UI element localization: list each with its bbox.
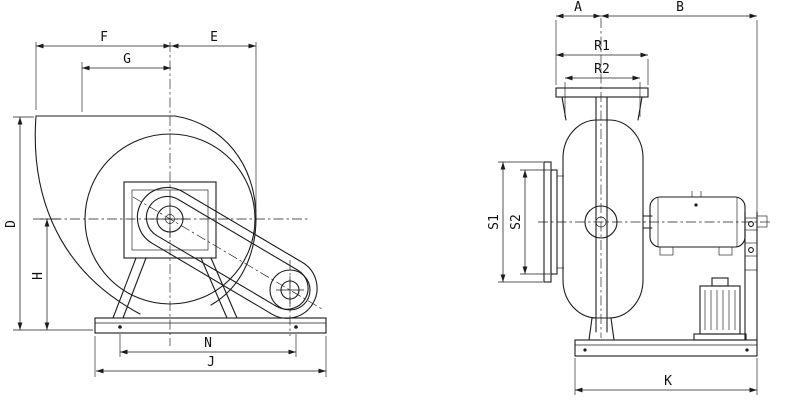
dimensions-front: A B R1 R2 S1 S2 K <box>487 0 758 395</box>
dim-label-k: K <box>664 374 672 389</box>
motor-foot <box>693 333 747 341</box>
dim-label-r2: R2 <box>594 62 610 77</box>
base-frame-front <box>574 339 758 357</box>
front-view: A B R1 R2 S1 S2 K <box>487 0 772 395</box>
base-bolt-mark <box>294 325 298 329</box>
dim-label-d: D <box>4 220 19 228</box>
dim-label-n: N <box>204 336 212 351</box>
volute-housing <box>34 115 257 315</box>
dim-label-b: B <box>676 0 684 15</box>
motor <box>693 277 747 341</box>
bearing-cylinder <box>649 191 746 256</box>
dim-label-s2: S2 <box>509 214 524 230</box>
bracket-bolt <box>748 247 754 253</box>
dim-label-g: G <box>123 52 131 67</box>
base-bolt-mark <box>745 348 749 352</box>
motor-terminal-box <box>711 277 729 287</box>
dim-label-f: F <box>100 30 108 45</box>
support-legs <box>112 257 238 319</box>
centerlines-front <box>538 18 772 338</box>
side-view: F E G D H N J <box>4 30 327 377</box>
dim-label-e: E <box>210 30 218 45</box>
base-frame-side <box>94 317 327 334</box>
dim-label-a: A <box>574 0 582 15</box>
fan-casing <box>562 96 644 341</box>
casing-foot <box>588 317 615 341</box>
casing-circle <box>84 133 256 305</box>
support-bracket <box>744 211 768 341</box>
dim-label-r1: R1 <box>594 39 610 54</box>
centerlines-side <box>33 42 323 346</box>
bearing-housing <box>123 181 217 259</box>
base-bolt-mark <box>583 348 587 352</box>
drive-pulley <box>151 200 189 238</box>
inlet-cone <box>543 161 564 283</box>
bracket-bolt <box>748 221 754 227</box>
dim-label-h: H <box>31 272 46 280</box>
driven-pulley <box>269 269 311 311</box>
dim-label-s1: S1 <box>487 214 502 230</box>
inlet-flange <box>555 87 649 121</box>
dim-label-j: J <box>207 355 215 370</box>
drive-belt <box>136 186 318 319</box>
base-bolt-mark <box>118 325 122 329</box>
dimensions-side: F E G D H N J <box>4 30 327 377</box>
